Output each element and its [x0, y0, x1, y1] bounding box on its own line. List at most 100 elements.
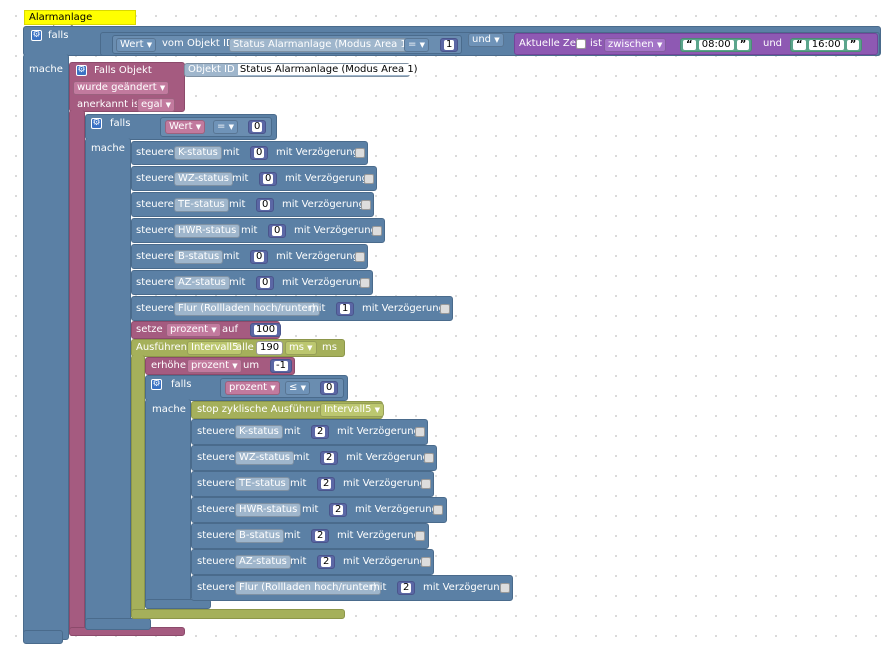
vom-objekt-label: vom Objekt ID [162, 38, 234, 49]
verzoegerung-checkbox[interactable] [360, 278, 370, 288]
steuere-label: steuere [136, 251, 174, 262]
steuere-value[interactable]: 2 [317, 477, 336, 491]
verzoegerung-label: mit Verzögerung [337, 426, 420, 437]
time-checkbox[interactable] [576, 39, 586, 49]
egal-dropdown[interactable]: egal ▼ [137, 98, 175, 112]
setze-label: setze [136, 324, 163, 335]
verzoegerung-checkbox[interactable] [355, 252, 365, 262]
mit-label: mit [302, 504, 319, 515]
interval-value-input[interactable]: 190 [256, 341, 284, 355]
verzoegerung-checkbox[interactable] [421, 557, 431, 567]
steuere-target[interactable]: HWR-status [174, 224, 241, 238]
steuere-value[interactable]: 0 [256, 198, 275, 212]
steuere-block[interactable] [131, 166, 377, 191]
steuere-block[interactable] [191, 445, 437, 471]
steuere-value[interactable]: 0 [250, 146, 269, 160]
setze-value[interactable]: 100 [250, 323, 282, 337]
verzoegerung-label: mit Verzögerung [423, 582, 506, 593]
steuere-target[interactable]: Flur (Rollladen hoch/runter) [235, 581, 381, 595]
erhoehe-var-dropdown[interactable]: prozent ▼ [187, 359, 242, 373]
setze-var-dropdown[interactable]: prozent ▼ [166, 323, 221, 337]
inner-wert-dropdown[interactable]: Wert ▼ [165, 120, 206, 134]
inner-number-input[interactable]: 0 [248, 120, 267, 134]
steuere-target[interactable]: TE-status [174, 198, 229, 212]
steuere-target[interactable]: Flur (Rollladen hoch/runter) [174, 302, 320, 316]
steuere-label: steuere [136, 277, 174, 288]
steuere-block[interactable] [191, 471, 434, 497]
steuere-block[interactable] [191, 549, 434, 575]
steuere-label: steuere [136, 173, 174, 184]
if2-var-dropdown[interactable]: prozent ▼ [225, 381, 280, 395]
steuere-target[interactable]: K-status [174, 146, 222, 160]
steuere-target[interactable]: AZ-status [174, 276, 230, 290]
steuere-block[interactable] [131, 218, 385, 243]
verzoegerung-checkbox[interactable] [433, 505, 443, 515]
um-label: um [243, 360, 260, 371]
interval-unit-dropdown[interactable]: ms ▼ [285, 341, 317, 355]
gear-icon[interactable]: ⚙ [151, 379, 162, 390]
steuere-target[interactable]: WZ-status [174, 172, 233, 186]
steuere-block[interactable] [131, 141, 368, 165]
gear-icon[interactable]: ⚙ [76, 65, 87, 76]
gear-icon[interactable]: ⚙ [91, 118, 102, 129]
steuere-value[interactable]: 0 [250, 250, 269, 264]
steuere-value[interactable]: 0 [268, 224, 287, 238]
steuere-value[interactable]: 2 [329, 503, 348, 517]
number-input[interactable]: 1 [440, 38, 459, 52]
wurde-dropdown[interactable]: wurde geändert ▼ [73, 81, 170, 95]
steuere-target[interactable]: B-status [235, 529, 285, 543]
if2-footer [145, 599, 211, 609]
objekt-id-field[interactable]: Status Alarmanlage (Modus Area 1) [229, 38, 415, 52]
outer-if-spine [23, 54, 69, 640]
steuere-target[interactable]: HWR-status [235, 503, 302, 517]
verzoegerung-checkbox[interactable] [355, 148, 365, 158]
steuere-value[interactable]: 2 [397, 581, 416, 595]
steuere-value[interactable]: 2 [311, 425, 330, 439]
if2-value[interactable]: 0 [320, 381, 339, 395]
objekt-id-block[interactable]: Objekt ID Status Alarmanlage (Modus Area… [184, 63, 420, 77]
steuere-value[interactable]: 1 [336, 302, 355, 316]
time-to-input[interactable]: “ 16:00 ” [790, 38, 863, 52]
if2-operator-dropdown[interactable]: ≤ ▼ [285, 381, 310, 395]
gear-icon[interactable]: ⚙ [31, 30, 42, 41]
steuere-target[interactable]: TE-status [235, 477, 290, 491]
inner-operator-dropdown[interactable]: = ▼ [213, 120, 238, 134]
verzoegerung-checkbox[interactable] [421, 479, 431, 489]
verzoegerung-checkbox[interactable] [364, 174, 374, 184]
steuere-block[interactable] [131, 192, 374, 217]
steuere-value[interactable]: 0 [256, 276, 275, 290]
verzoegerung-checkbox[interactable] [415, 531, 425, 541]
steuere-target[interactable]: WZ-status [235, 451, 294, 465]
verzoegerung-checkbox[interactable] [440, 304, 450, 314]
verzoegerung-checkbox[interactable] [415, 427, 425, 437]
steuere-value[interactable]: 2 [311, 529, 330, 543]
verzoegerung-label: mit Verzögerung [276, 147, 359, 158]
time-from-input[interactable]: “ 08:00 ” [680, 38, 753, 52]
steuere-label: steuere [136, 199, 174, 210]
und-dropdown[interactable]: und ▼ [468, 33, 504, 47]
erhoehe-value[interactable]: -1 [270, 359, 292, 373]
steuere-block[interactable] [131, 244, 368, 269]
trigger-spine [69, 110, 85, 636]
auf-label: auf [222, 324, 238, 335]
verzoegerung-checkbox[interactable] [500, 583, 510, 593]
wert-dropdown[interactable]: Wert ▼ [116, 38, 157, 52]
verzoegerung-checkbox[interactable] [361, 200, 371, 210]
steuere-target[interactable]: K-status [235, 425, 283, 439]
steuere-block[interactable] [191, 523, 429, 549]
steuere-block[interactable] [191, 497, 447, 523]
interval-spine [131, 355, 145, 619]
steuere-value[interactable]: 2 [317, 555, 336, 569]
verzoegerung-checkbox[interactable] [424, 453, 434, 463]
zwischen-dropdown[interactable]: zwischen ▼ [604, 38, 667, 52]
steuere-block[interactable] [131, 270, 373, 295]
stop-interval-dropdown[interactable]: Intervall5 ▼ [320, 403, 385, 417]
steuere-value[interactable]: 0 [259, 172, 278, 186]
steuere-target[interactable]: B-status [174, 250, 224, 264]
operator-dropdown[interactable]: = ▼ [404, 38, 429, 52]
steuere-value[interactable]: 2 [320, 451, 339, 465]
interval-name-field[interactable]: Intervall5 [187, 341, 243, 355]
verzoegerung-checkbox[interactable] [372, 226, 382, 236]
steuere-target[interactable]: AZ-status [235, 555, 291, 569]
steuere-block[interactable] [191, 419, 428, 445]
